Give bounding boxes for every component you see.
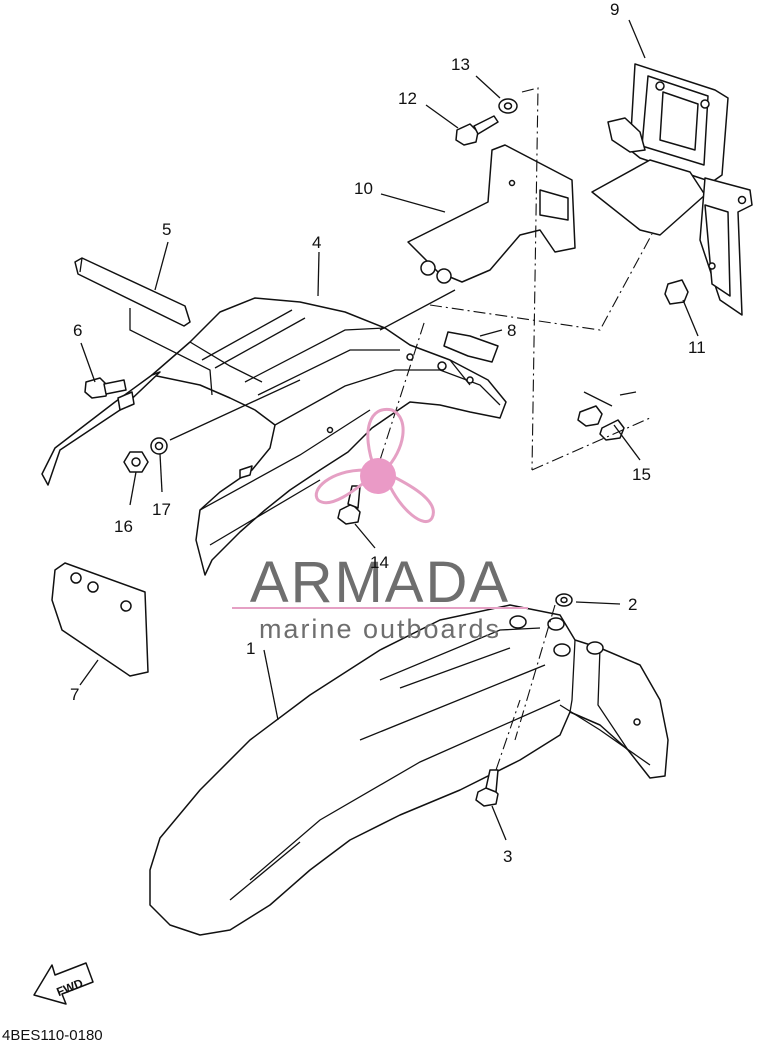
drawing-code: 4BES110-0180 [2,1027,103,1043]
part-11-grommet [664,279,689,305]
part-17-collar [150,437,168,455]
leader-lines [79,19,699,841]
callout-13: 13 [451,55,470,74]
part-5-pad [74,257,191,327]
armada-watermark: ARMADA marine outboards [232,407,528,644]
callout-16: 16 [114,517,133,536]
part-3-bolt [475,769,499,807]
part-10-flap [407,144,576,284]
part-4-rear-fender [41,297,507,576]
callout-7: 7 [70,685,79,704]
callout-8: 8 [507,321,516,340]
callout-17: 17 [152,500,171,519]
fwd-arrow: FWD [33,962,94,1005]
callout-11: 11 [688,338,706,357]
callout-2: 2 [628,595,637,614]
callout-4: 4 [312,233,321,252]
callout-12: 12 [398,89,417,108]
part-2-washer [555,593,573,607]
watermark-brand: ARMADA [250,550,510,615]
part-9-plate-bracket [591,63,753,316]
part-6-bolt [84,377,127,399]
callout-14: 14 [370,553,389,572]
callout-3: 3 [503,847,512,866]
callout-5: 5 [162,220,171,239]
part-7-number-plate [51,562,149,677]
part-8-label [443,331,499,363]
propeller-logo [314,407,435,524]
part-13-washer [498,98,518,114]
callout-9: 9 [610,0,619,19]
callout-15: 15 [632,465,651,484]
part-12-bolt [455,115,499,146]
part-14-bolt [337,485,361,525]
part-15-bolts [577,391,637,441]
part-16-nut [123,451,149,473]
callout-labels: 9 13 12 10 5 4 6 8 11 15 16 17 14 2 1 7 … [70,0,706,866]
callout-1: 1 [246,639,255,658]
part-1-front-fender [149,604,669,936]
alignment-lines [379,87,653,771]
watermark-tagline: marine outboards [259,614,501,644]
callout-6: 6 [73,321,82,340]
callout-10: 10 [354,179,373,198]
propeller-hub [360,458,396,494]
